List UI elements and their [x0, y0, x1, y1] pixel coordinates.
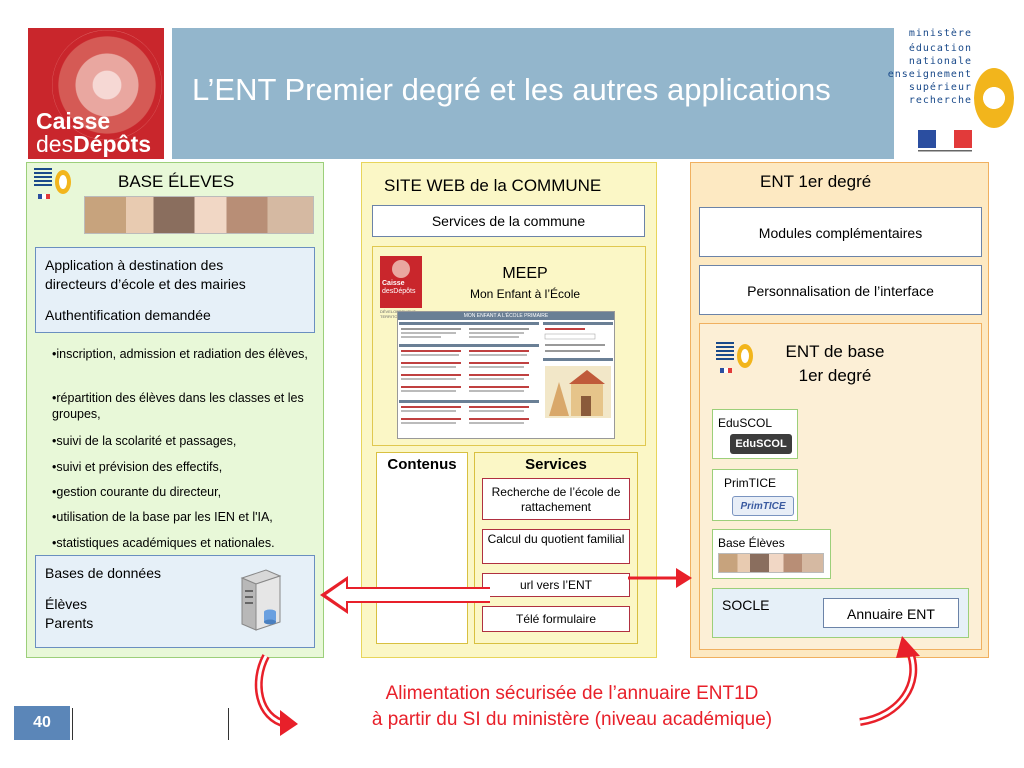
list-item: •répartition des élèves dans les classes… — [52, 391, 304, 421]
arrow-to-database-icon — [320, 576, 490, 614]
list-item: •gestion courante du directeur, — [52, 485, 222, 499]
ministry-word: recherche — [908, 95, 972, 106]
contenus-title: Contenus — [387, 456, 457, 473]
footer-divider — [228, 708, 229, 740]
database-title: Bases de données — [45, 565, 161, 581]
service-recherche-ecole: Recherche de l’école de rattachement — [482, 478, 630, 520]
students-photo-strip — [84, 196, 314, 234]
personnalisation-interface-box: Personnalisation de l’interface — [699, 265, 982, 315]
meep-logo-text2: desDépôts — [382, 288, 416, 295]
annuaire-ent-box: Annuaire ENT — [823, 598, 959, 628]
socle-label: SOCLE — [722, 597, 770, 613]
cdc-logo-text-depots: desDépôts — [36, 131, 152, 157]
footer-caption-line2: à partir du SI du ministère (niveau acad… — [371, 709, 773, 730]
ministry-word: ministère — [908, 28, 972, 39]
page-number-badge: 40 — [14, 706, 70, 740]
curved-arrow-right-icon — [859, 636, 920, 726]
list-item: •utilisation de la base par les IEN et l… — [52, 510, 273, 524]
ministry-mini-logo-icon — [716, 342, 753, 373]
list-item: •statistiques académiques et nationales. — [52, 536, 275, 550]
base-eleves-photo-strip — [718, 553, 824, 573]
panel-title-ent-1er-degre: ENT 1er degré — [760, 172, 872, 191]
services-commune-box — [372, 205, 645, 237]
eduscol-logo: EduSCOL — [730, 434, 792, 454]
application-line1: Application à destination des — [45, 257, 224, 273]
curved-arrow-left-icon — [254, 654, 298, 736]
ministry-word: supérieur — [908, 82, 972, 93]
eduscol-label: EduSCOL — [718, 416, 773, 430]
ent-de-base-line2: 1er degré — [798, 366, 872, 385]
service-calcul-quotient: Calcul du quotient familial — [482, 529, 630, 564]
authentication-text: Authentification demandée — [45, 307, 211, 323]
modules-complementaires-box: Modules complémentaires — [699, 207, 982, 257]
ministry-word: éducation — [908, 43, 972, 54]
footer-divider — [72, 708, 73, 740]
services-title: Services — [525, 456, 587, 473]
ministry-e-icon — [974, 68, 1014, 128]
ministry-word: enseignement — [887, 69, 972, 80]
screenshot-header-bar — [398, 312, 614, 320]
database-item-eleves: Élèves — [45, 596, 88, 612]
service-url-ent: url vers l’ENT — [482, 573, 630, 597]
ministry-mini-logo-icon — [34, 168, 71, 199]
contenus-box — [376, 452, 468, 644]
ministry-logo: ministère éducation nationale enseigneme… — [888, 28, 1014, 158]
republic-flag-icon — [918, 130, 972, 152]
service-tele-formulaire: Télé formulaire — [482, 606, 630, 632]
panel-title-base-eleves: BASE ÉLEVES — [118, 172, 235, 191]
meep-subtitle: Mon Enfant à l’École — [469, 287, 581, 301]
meep-title: MEEP — [502, 265, 548, 282]
application-info-box — [35, 247, 315, 333]
ministry-word: nationale — [908, 56, 972, 67]
screenshot-header-text: MON ENFANT A L'ÉCOLE PRIMAIRE — [463, 313, 549, 319]
database-item-parents: Parents — [45, 615, 94, 631]
meep-box — [372, 246, 646, 446]
meep-logo-text1: Caisse — [382, 280, 405, 287]
list-item: •suivi de la scolarité et passages, — [52, 434, 237, 448]
application-line2: directeurs d’école et des mairies — [45, 276, 246, 292]
base-eleves-label: Base Élèves — [718, 536, 785, 550]
list-item: •suivi et prévision des effectifs, — [52, 460, 223, 474]
services-commune-label: Services de la commune — [431, 213, 586, 229]
arrow-to-ent-icon — [628, 568, 692, 588]
list-item: •inscription, admission et radiation des… — [52, 347, 308, 361]
ent-de-base-line1: ENT de base — [785, 342, 885, 361]
meep-cdc-seal-icon — [392, 260, 410, 278]
screenshot-content-lines — [399, 322, 613, 424]
database-server-icon — [240, 569, 282, 631]
header-band — [172, 28, 894, 159]
panel-title-site-web: SITE WEB de la COMMUNE — [384, 176, 602, 195]
primtice-label: PrimTICE — [724, 476, 776, 490]
services-box — [474, 452, 638, 644]
footer-caption-line1: Alimentation sécurisée de l’annuaire ENT… — [385, 683, 759, 704]
caisse-depots-seal-icon — [52, 30, 162, 140]
primtice-logo: PrimTICE — [732, 496, 794, 516]
cdc-logo-text-caisse: Caisse — [36, 108, 111, 134]
page-title: L’ENT Premier degré et les autres applic… — [192, 72, 831, 107]
